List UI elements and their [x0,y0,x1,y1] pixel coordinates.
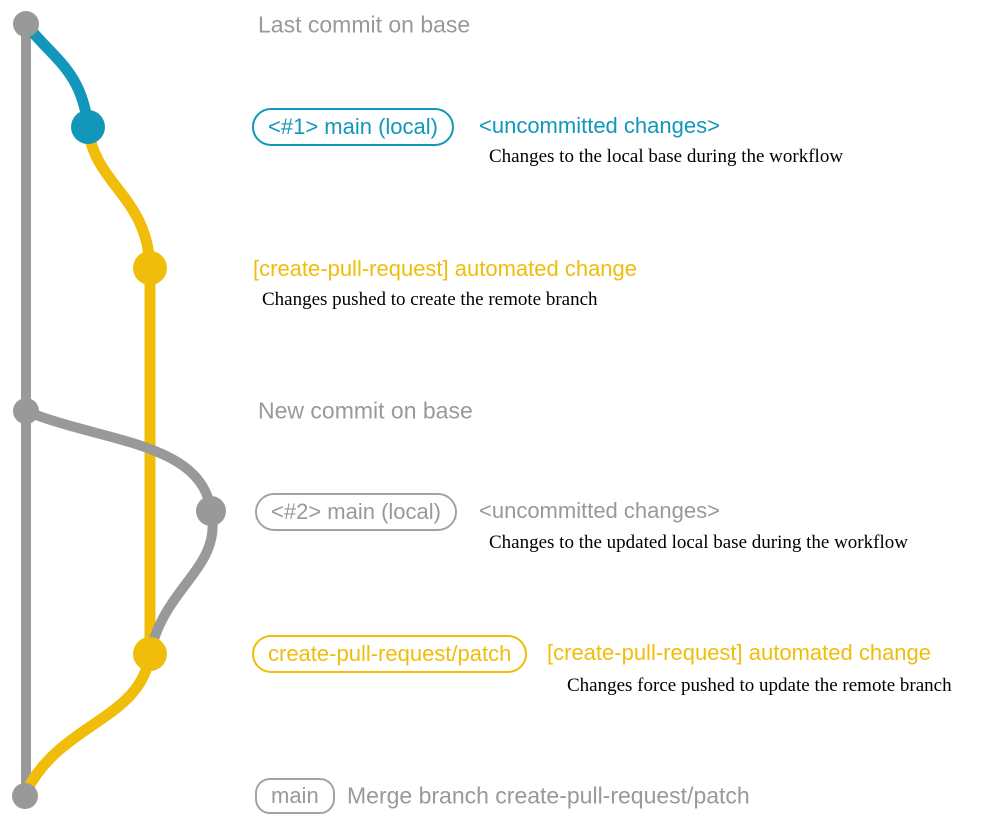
commit-dot-local-main-2 [196,496,226,526]
badge-main-local-2: <#2> main (local) [255,493,457,531]
last-commit-label: Last commit on base [258,11,471,38]
commit-dot-patch-create [133,251,167,285]
automated-change-2-heading: [create-pull-request] automated change [547,640,932,665]
uncommitted-changes-2-heading: <uncommitted changes> [479,498,720,523]
uncommitted-changes-2-caption: Changes to the updated local base during… [489,532,908,553]
automated-change-2-caption: Changes force pushed to update the remot… [567,675,952,696]
merge-commit-label: Merge branch create-pull-request/patch [347,782,750,809]
commit-dot-new-base [13,398,39,424]
badge-patch-branch: create-pull-request/patch [252,635,528,673]
branch-local-main2-to-patch-curve [147,506,218,651]
uncommitted-changes-1-heading: <uncommitted changes> [479,113,720,138]
branch-local-main2-curve [21,406,216,516]
badge-main-local-1: <#1> main (local) [252,108,454,146]
new-commit-label: New commit on base [258,397,473,424]
commit-dot-last-base [13,11,39,37]
commit-dot-patch-update [133,637,167,671]
automated-change-1-heading: [create-pull-request] automated change [253,256,638,281]
uncommitted-changes-1-caption: Changes to the local base during the wor… [489,146,844,167]
branch-patch-curve-top [82,121,156,274]
badge-main: main [255,778,335,814]
commit-dot-local-main-1 [71,110,105,144]
branch-local-main-curve [20,18,94,133]
automated-change-1-caption: Changes pushed to create the remote bran… [262,289,598,310]
commit-dot-merge [12,783,38,809]
branch-patch-merge-curve [21,648,156,796]
